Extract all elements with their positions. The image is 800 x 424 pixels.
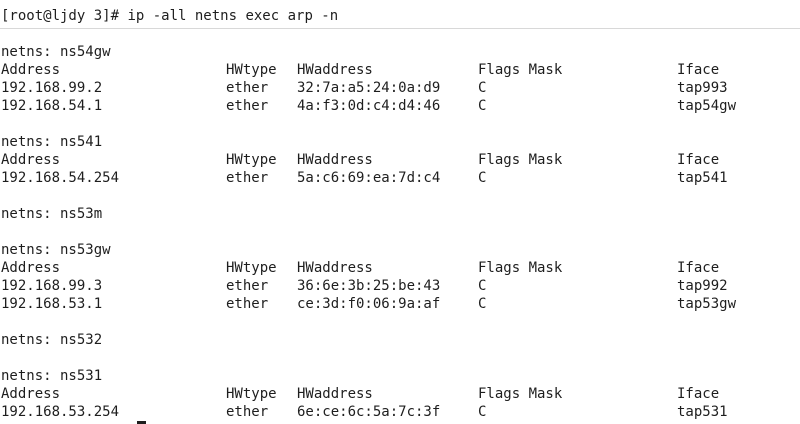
entry-iface: tap53gw — [677, 296, 737, 312]
entry-flags: C — [478, 80, 487, 96]
arp-entry-row: 192.168.99.3 ether 36:6e:3b:25:be:43 C t… — [1, 277, 728, 295]
entry-address: 192.168.54.254 — [1, 170, 120, 186]
entry-hwaddress: 4a:f3:0d:c4:d4:46 — [297, 98, 441, 114]
header-hwaddress: HWaddress — [297, 386, 373, 402]
header-flags-mask: Flags Mask — [478, 260, 563, 276]
arp-header-row: Address HWtype HWaddress Flags Mask Ifac… — [1, 259, 719, 277]
terminal-divider — [0, 28, 800, 29]
header-address: Address — [1, 152, 61, 168]
header-hwtype: HWtype — [226, 386, 277, 402]
entry-hwtype: ether — [226, 80, 269, 96]
entry-iface: tap992 — [677, 278, 728, 294]
entry-hwaddress: 32:7a:a5:24:0a:d9 — [297, 80, 441, 96]
entry-hwaddress: 5a:c6:69:ea:7d:c4 — [297, 170, 441, 186]
entry-hwtype: ether — [226, 98, 269, 114]
netns-label: netns: ns541 — [1, 134, 103, 150]
entry-flags: C — [478, 404, 487, 420]
entry-hwtype: ether — [226, 296, 269, 312]
entry-address: 192.168.53.254 — [1, 404, 120, 420]
entry-iface: tap993 — [677, 80, 728, 96]
arp-entry-row: 192.168.54.1 ether 4a:f3:0d:c4:d4:46 C t… — [1, 97, 736, 115]
header-iface: Iface — [677, 386, 720, 402]
entry-iface: tap531 — [677, 404, 728, 420]
entry-hwtype: ether — [226, 170, 269, 186]
entry-flags: C — [478, 170, 487, 186]
arp-entry-row: 192.168.54.254 ether 5a:c6:69:ea:7d:c4 C… — [1, 169, 728, 187]
arp-header-row: Address HWtype HWaddress Flags Mask Ifac… — [1, 385, 719, 403]
header-hwaddress: HWaddress — [297, 260, 373, 276]
header-address: Address — [1, 386, 61, 402]
arp-header-row: Address HWtype HWaddress Flags Mask Ifac… — [1, 61, 719, 79]
header-hwaddress: HWaddress — [297, 62, 373, 78]
header-address: Address — [1, 62, 61, 78]
entry-address: 192.168.99.2 — [1, 80, 103, 96]
header-hwtype: HWtype — [226, 260, 277, 276]
arp-entry-row: 192.168.53.1 ether ce:3d:f0:06:9a:af C t… — [1, 295, 736, 313]
header-hwtype: HWtype — [226, 152, 277, 168]
header-hwaddress: HWaddress — [297, 152, 373, 168]
entry-address: 192.168.54.1 — [1, 98, 103, 114]
arp-entry-row: 192.168.99.2 ether 32:7a:a5:24:0a:d9 C t… — [1, 79, 728, 97]
entry-iface: tap54gw — [677, 98, 737, 114]
header-address: Address — [1, 260, 61, 276]
entry-hwaddress: 6e:ce:6c:5a:7c:3f — [297, 404, 441, 420]
arp-entry-row: 192.168.53.254 ether 6e:ce:6c:5a:7c:3f C… — [1, 403, 728, 421]
entry-hwtype: ether — [226, 404, 269, 420]
header-flags-mask: Flags Mask — [478, 152, 563, 168]
header-iface: Iface — [677, 62, 720, 78]
command-text: ip -all netns exec arp -n — [127, 8, 339, 24]
header-flags-mask: Flags Mask — [478, 386, 563, 402]
arp-header-row: Address HWtype HWaddress Flags Mask Ifac… — [1, 151, 719, 169]
header-iface: Iface — [677, 152, 720, 168]
header-hwtype: HWtype — [226, 62, 277, 78]
entry-address: 192.168.99.3 — [1, 278, 103, 294]
entry-flags: C — [478, 296, 487, 312]
entry-hwtype: ether — [226, 278, 269, 294]
entry-flags: C — [478, 98, 487, 114]
entry-hwaddress: 36:6e:3b:25:be:43 — [297, 278, 441, 294]
entry-iface: tap541 — [677, 170, 728, 186]
entry-address: 192.168.53.1 — [1, 296, 103, 312]
entry-flags: C — [478, 278, 487, 294]
netns-label: netns: ns53m — [1, 206, 103, 222]
header-iface: Iface — [677, 260, 720, 276]
netns-label: netns: ns54gw — [1, 44, 111, 60]
shell-prompt: [root@ljdy 3]# — [1, 8, 128, 24]
netns-label: netns: ns53gw — [1, 242, 111, 258]
netns-label: netns: ns532 — [1, 332, 103, 348]
header-flags-mask: Flags Mask — [478, 62, 563, 78]
netns-label: netns: ns531 — [1, 368, 103, 384]
command-line: [root@ljdy 3]# ip -all netns exec arp -n — [1, 7, 338, 25]
text-cursor — [137, 421, 146, 424]
entry-hwaddress: ce:3d:f0:06:9a:af — [297, 296, 441, 312]
